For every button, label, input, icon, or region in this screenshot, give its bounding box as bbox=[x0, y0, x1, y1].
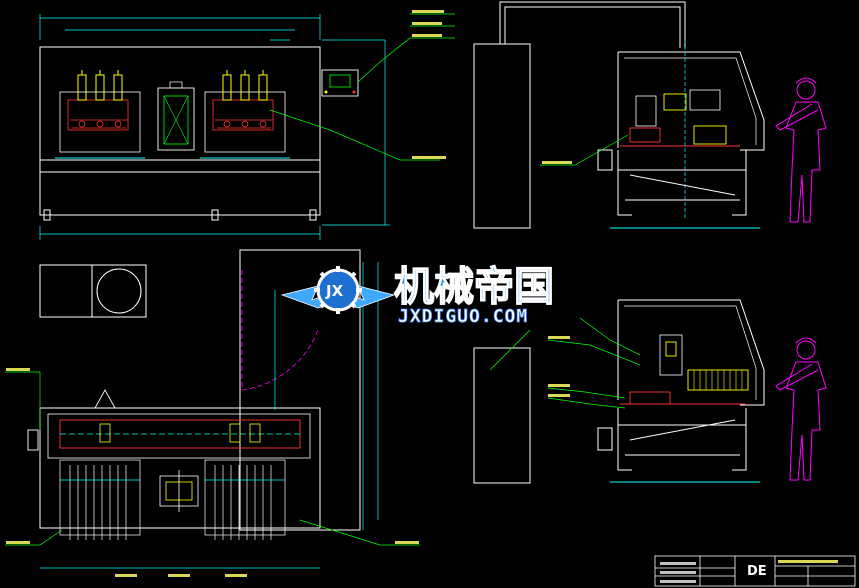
plan-label-mark-1 bbox=[6, 368, 30, 371]
plan-main-bed bbox=[27, 389, 321, 529]
plan-center-fixture bbox=[159, 470, 199, 512]
human-figure-icon bbox=[775, 77, 827, 223]
section-label-mark-1 bbox=[548, 336, 570, 339]
front-elevation-top bbox=[39, 10, 455, 240]
plan-label-mark-3 bbox=[395, 541, 419, 544]
section-view-bottom bbox=[473, 299, 827, 484]
side-elevation-top bbox=[473, 1, 827, 229]
side-spindle-assembly bbox=[620, 40, 740, 220]
side-base-frame bbox=[597, 149, 760, 229]
electrical-cabinet bbox=[473, 43, 531, 229]
plan-view-bottom bbox=[5, 249, 420, 577]
title-block: DE bbox=[654, 555, 856, 587]
control-panel-box bbox=[321, 69, 359, 97]
section-spindle-assembly bbox=[620, 334, 749, 405]
spindle-group-left bbox=[55, 70, 145, 159]
spindle-group-right bbox=[200, 70, 290, 159]
title-block-logo: DE bbox=[747, 564, 767, 579]
section-label-mark-2 bbox=[548, 384, 570, 387]
plan-label-mark-2 bbox=[6, 541, 30, 544]
section-label-mark-3 bbox=[548, 394, 570, 397]
front-top-leaders bbox=[269, 13, 455, 161]
human-figure-icon bbox=[775, 337, 827, 481]
section-base-frame bbox=[597, 408, 760, 483]
logo-text: JX bbox=[325, 282, 344, 300]
front-top-label-marks bbox=[412, 10, 446, 159]
plan-label-mark-6 bbox=[225, 574, 247, 577]
watermark-en-text: JXDIGUO.COM bbox=[398, 306, 528, 327]
center-fixture bbox=[157, 81, 195, 151]
plan-spindle-cluster-left bbox=[59, 459, 141, 540]
plan-label-mark-5 bbox=[168, 574, 190, 577]
side-top-label-mark bbox=[542, 161, 572, 164]
watermark-cn-text: 机械帝国 bbox=[394, 264, 554, 310]
watermark: JX 机械帝国 JXDIGUO.COM bbox=[280, 263, 555, 327]
front-top-frame bbox=[39, 46, 321, 221]
plan-label-mark-4 bbox=[115, 574, 137, 577]
front-top-dimensions bbox=[39, 14, 390, 240]
wing-gear-logo-icon: JX bbox=[280, 266, 396, 314]
plan-spindle-cluster-right bbox=[204, 459, 286, 540]
